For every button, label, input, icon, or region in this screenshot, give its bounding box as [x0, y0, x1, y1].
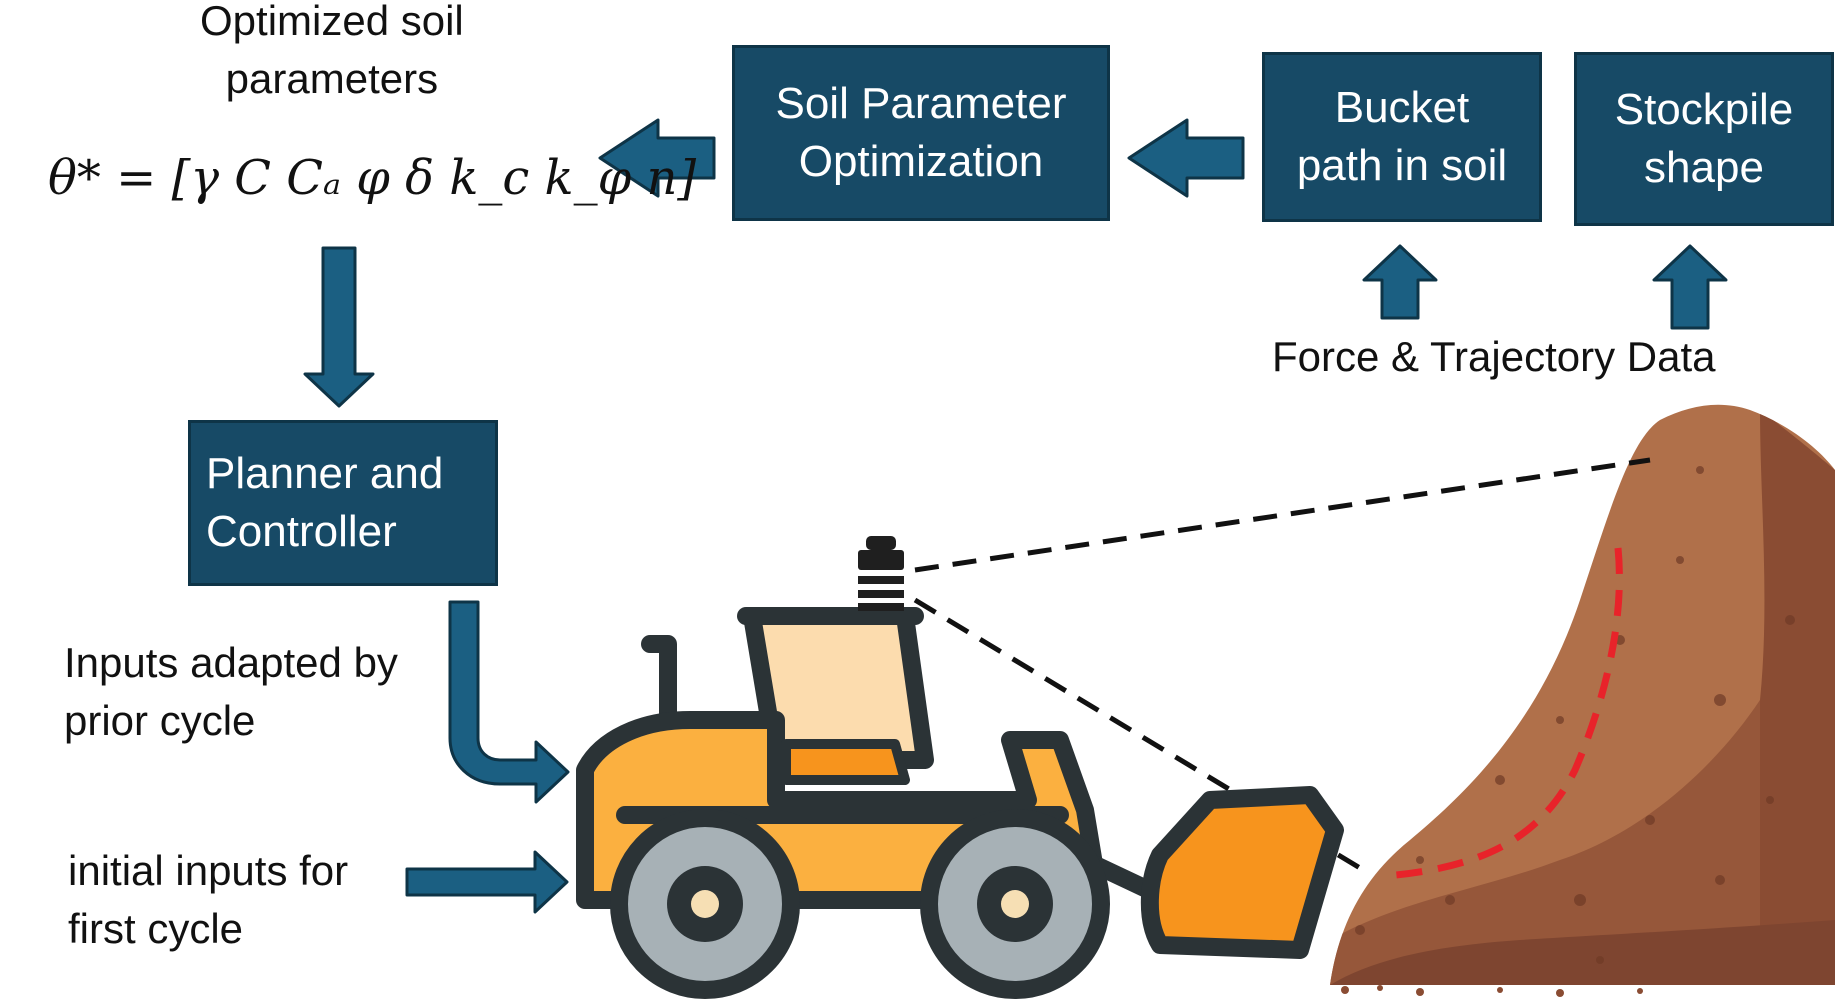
- block-line: Optimization: [798, 137, 1044, 186]
- block-line: Soil Parameter: [775, 79, 1067, 128]
- soil-parameter-equation: θ* = [γ C Cₐ φ δ k_c k_φ n]: [48, 150, 697, 206]
- arrow-data-to-stockpile: [1652, 244, 1728, 330]
- bucket-path-block: Bucket path in soil: [1262, 52, 1542, 222]
- stockpile-shape-block: Stockpile shape: [1574, 52, 1834, 226]
- arrow-parameters-to-planner: [303, 246, 375, 408]
- label-line: prior cycle: [64, 697, 256, 744]
- label-line: Inputs adapted by: [64, 639, 398, 686]
- block-line: Planner and: [206, 449, 444, 498]
- label-line: initial inputs for: [68, 847, 349, 894]
- label-line: Optimized soil: [200, 0, 464, 44]
- optimized-parameters-label: Optimized soil parameters: [200, 0, 464, 108]
- soil-pile-icon: [1330, 404, 1835, 997]
- loader-wheels: [610, 809, 1110, 999]
- soil-parameter-optimization-block: Soil Parameter Optimization: [732, 45, 1110, 221]
- arrow-optimization-to-parameters: [598, 118, 716, 198]
- initial-inputs-label: initial inputs for first cycle: [68, 842, 348, 958]
- arrow-initial-to-loader: [405, 850, 569, 914]
- block-line: path in soil: [1296, 141, 1508, 190]
- label-line: first cycle: [68, 905, 244, 952]
- arrow-bucket-to-optimization: [1127, 118, 1245, 198]
- arrow-planner-to-loader: [448, 600, 570, 804]
- label-line: parameters: [225, 55, 439, 102]
- block-line: Controller: [206, 507, 397, 556]
- flow-arrows: [303, 118, 1728, 914]
- bucket-trajectory-path: [1384, 547, 1623, 880]
- arrow-data-to-bucket: [1362, 244, 1438, 320]
- inputs-adapted-label: Inputs adapted by prior cycle: [64, 634, 398, 750]
- lidar-sensor-icon: [858, 536, 904, 611]
- block-line: shape: [1644, 143, 1764, 192]
- force-trajectory-data-label: Force & Trajectory Data: [1272, 333, 1716, 380]
- block-line: Bucket: [1334, 83, 1470, 132]
- planner-controller-block: Planner and Controller: [188, 420, 498, 586]
- block-line: Stockpile: [1614, 85, 1794, 134]
